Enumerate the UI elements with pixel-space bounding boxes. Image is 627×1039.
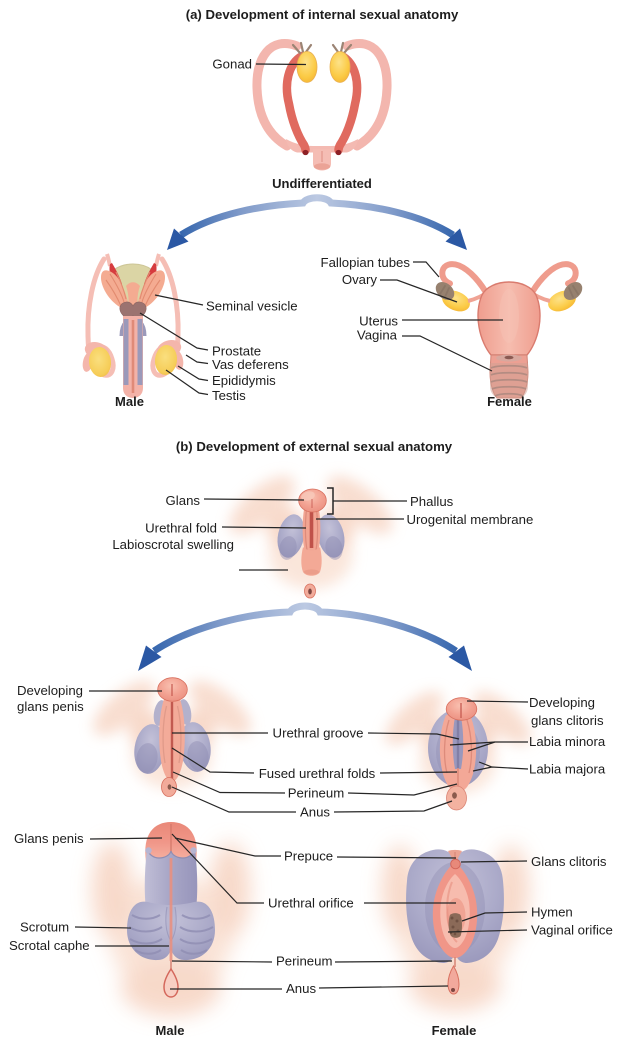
svg-text:Urethral fold: Urethral fold — [145, 521, 217, 536]
svg-text:Labia minora: Labia minora — [529, 734, 606, 749]
svg-text:Fallopian tubes: Fallopian tubes — [321, 255, 411, 270]
svg-text:Scrotal caphe: Scrotal caphe — [9, 938, 90, 953]
svg-text:Ovary: Ovary — [342, 272, 378, 287]
svg-text:Seminal vesicle: Seminal vesicle — [206, 299, 298, 314]
svg-text:Female: Female — [432, 1023, 477, 1038]
svg-text:Female: Female — [487, 394, 532, 409]
svg-text:Perineum: Perineum — [288, 786, 344, 801]
svg-text:Male: Male — [156, 1023, 185, 1038]
svg-text:glans clitoris: glans clitoris — [531, 713, 604, 728]
svg-text:Vagina: Vagina — [357, 328, 398, 343]
svg-text:Labioscrotal swelling: Labioscrotal swelling — [112, 537, 234, 552]
svg-text:Glans penis: Glans penis — [14, 831, 84, 846]
svg-text:Developing: Developing — [17, 683, 83, 698]
svg-text:Prostate: Prostate — [212, 344, 261, 359]
svg-text:Glans: Glans — [166, 493, 201, 508]
svg-text:(b) Development of external se: (b) Development of external sexual anato… — [176, 439, 453, 454]
svg-text:Uterus: Uterus — [359, 314, 398, 329]
svg-text:Urethral orifice: Urethral orifice — [268, 896, 354, 911]
svg-text:Developing: Developing — [529, 695, 595, 710]
svg-text:Testis: Testis — [212, 388, 246, 403]
svg-text:Hymen: Hymen — [531, 905, 573, 920]
svg-text:Perineum: Perineum — [276, 954, 332, 969]
svg-text:Gonad: Gonad — [212, 57, 252, 72]
svg-text:Undifferentiated: Undifferentiated — [272, 176, 372, 191]
svg-text:Scrotum: Scrotum — [20, 920, 69, 935]
svg-text:Anus: Anus — [286, 981, 316, 996]
svg-text:glans penis: glans penis — [17, 699, 84, 714]
svg-text:Phallus: Phallus — [410, 494, 454, 509]
svg-text:Prepuce: Prepuce — [284, 849, 333, 864]
svg-text:Urogenital membrane: Urogenital membrane — [407, 512, 534, 527]
svg-text:Male: Male — [115, 394, 144, 409]
svg-text:Labia majora: Labia majora — [529, 762, 606, 777]
svg-text:Vaginal orifice: Vaginal orifice — [531, 923, 613, 938]
svg-text:(a) Development of internal se: (a) Development of internal sexual anato… — [186, 7, 459, 22]
svg-text:Anus: Anus — [300, 805, 330, 820]
svg-text:Urethral groove: Urethral groove — [273, 726, 364, 741]
svg-text:Epididymis: Epididymis — [212, 373, 276, 388]
svg-text:Fused urethral folds: Fused urethral folds — [259, 766, 376, 781]
svg-text:Glans clitoris: Glans clitoris — [531, 854, 607, 869]
svg-text:Vas deferens: Vas deferens — [212, 357, 289, 372]
